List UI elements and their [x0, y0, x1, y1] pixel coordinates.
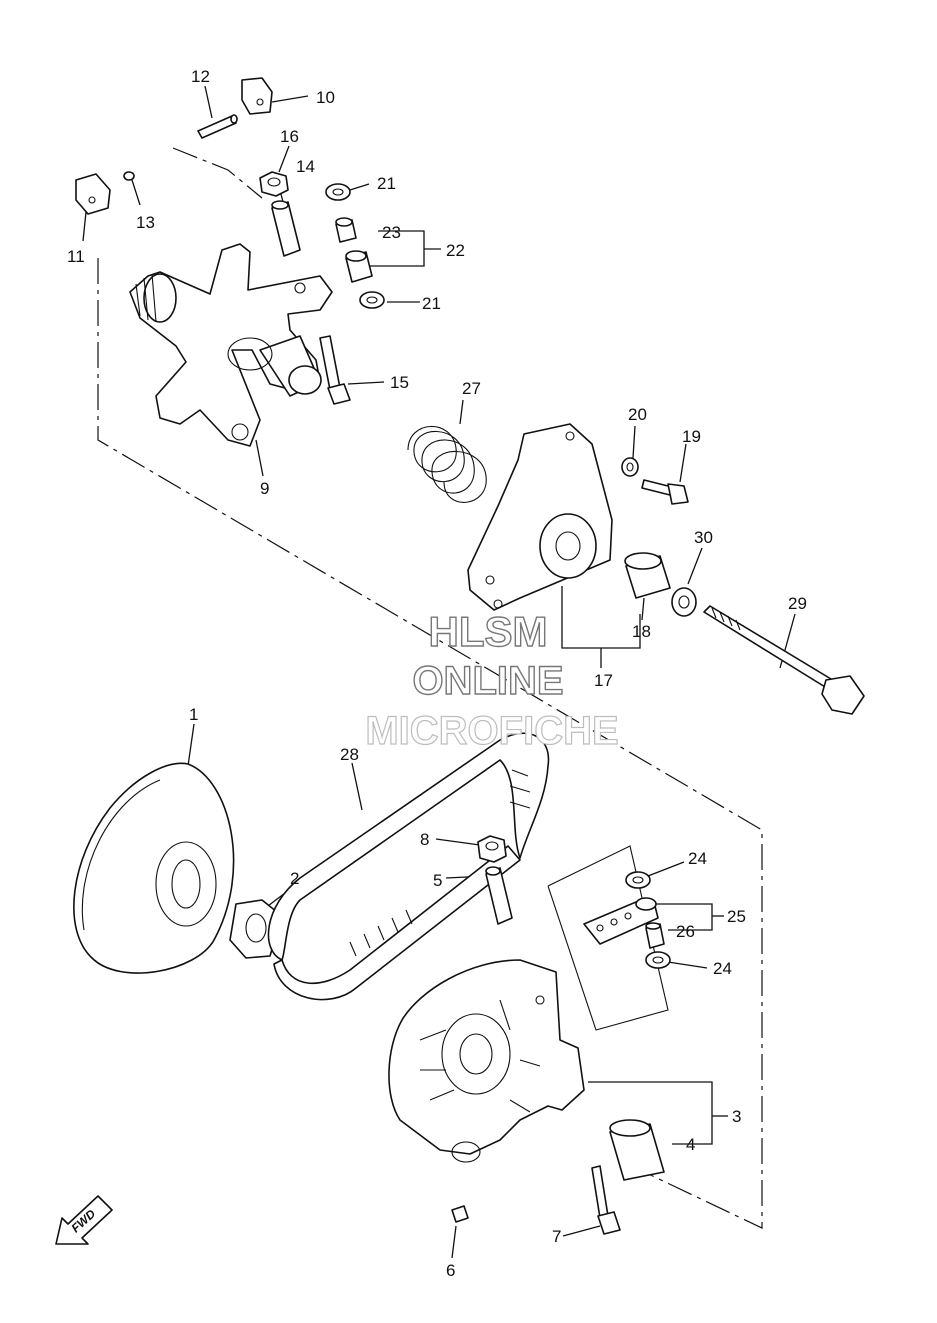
part-plug-6: [451, 1205, 469, 1223]
part-spring-27: [407, 426, 487, 503]
callout-7: 7: [552, 1227, 561, 1246]
callout-22: 22: [446, 241, 465, 260]
callout-27: 27: [462, 379, 481, 398]
callout-29: 29: [788, 594, 807, 613]
callout-19: 19: [682, 427, 701, 446]
watermark-line-3: MICROFICHE: [365, 709, 618, 753]
callout-28: 28: [340, 745, 359, 764]
callout-21-top: 21: [377, 174, 396, 193]
part-cover-17: [467, 423, 613, 611]
callout-11: 11: [67, 247, 85, 266]
callout-24-bottom: 24: [713, 959, 732, 978]
part-block-10: [241, 77, 273, 115]
watermark: HLSM ONLINE MICROFICHE: [365, 607, 620, 753]
part-bolt-29: [703, 605, 865, 715]
part-washer-21-top: [325, 183, 351, 201]
part-bushing-23-b: [345, 250, 373, 283]
part-ring-13: [123, 171, 135, 181]
part-sleeve-14: [271, 200, 301, 257]
callout-13: 13: [136, 213, 155, 232]
callout-4: 4: [686, 1135, 695, 1154]
callout-26: 26: [676, 922, 695, 941]
part-belt-28: [267, 732, 550, 1001]
callout-8: 8: [420, 830, 429, 849]
part-arm-25: [583, 897, 659, 945]
callout-1: 1: [189, 705, 198, 724]
part-bolt-7: [591, 1165, 621, 1235]
part-bolt-15: [319, 335, 351, 405]
part-washer-30: [671, 587, 697, 617]
part-sheave-1: [73, 762, 235, 974]
assembly-centerlines: [97, 147, 763, 1229]
callout-15: 15: [390, 373, 409, 392]
callout-12: 12: [191, 67, 210, 86]
part-bushing-26: [645, 922, 665, 949]
leader-lines: [82, 85, 796, 1259]
part-washer-20: [621, 457, 639, 477]
part-spider-9: [129, 243, 333, 447]
part-bushing-23-a: [335, 217, 357, 243]
callout-17: 17: [594, 671, 613, 690]
callout-25: 25: [727, 907, 746, 926]
part-block-11: [75, 173, 111, 215]
callout-2: 2: [290, 869, 299, 888]
callout-14: 14: [296, 157, 315, 176]
callout-6: 6: [446, 1261, 455, 1280]
part-movable-sheave-3: [388, 959, 585, 1163]
part-washer-24-bottom: [645, 951, 671, 969]
callout-labels: 12 10 16 14 21 13 11 23 22 21 15 27 9 20…: [67, 67, 807, 1280]
callout-16: 16: [280, 127, 299, 146]
callout-3: 3: [732, 1107, 741, 1126]
part-sleeve-5: [485, 866, 513, 925]
callout-10: 10: [316, 88, 335, 107]
callout-18: 18: [632, 622, 651, 641]
watermark-line-2: ONLINE: [412, 659, 563, 703]
part-nut-8: [477, 835, 507, 863]
callout-9: 9: [260, 479, 269, 498]
callout-30: 30: [694, 528, 713, 547]
part-washer-24-top: [625, 871, 651, 889]
part-bushing-4: [609, 1119, 665, 1181]
part-washer-21-bottom: [359, 291, 385, 309]
callout-20: 20: [628, 405, 647, 424]
part-bushing-18: [624, 552, 671, 599]
part-pin-12: [197, 114, 238, 139]
part-nut-16: [259, 171, 289, 197]
callout-21-bottom: 21: [422, 294, 441, 313]
watermark-line-1: HLSM: [429, 608, 548, 655]
fwd-arrow-icon: FWD: [55, 1195, 113, 1245]
callout-5: 5: [433, 871, 442, 890]
callout-24-top: 24: [688, 849, 707, 868]
part-bolt-19: [641, 479, 689, 505]
callout-23: 23: [382, 223, 401, 242]
